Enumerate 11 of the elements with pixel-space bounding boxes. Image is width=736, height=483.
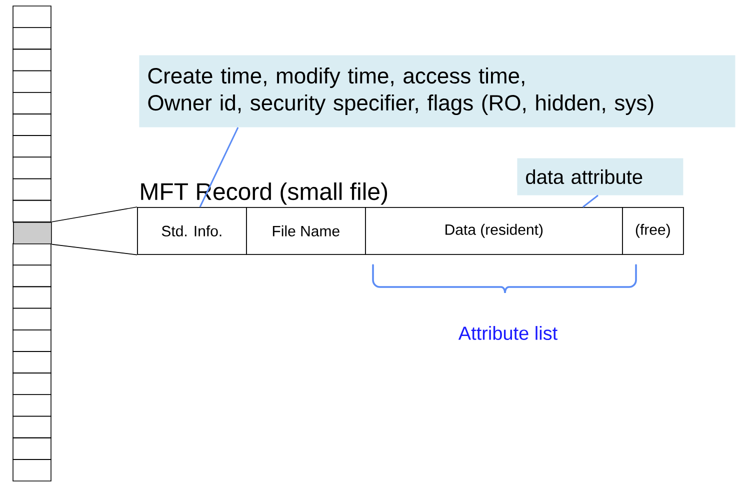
callout-box: data attribute: [517, 158, 684, 196]
field-cell: (free): [622, 207, 684, 255]
zoom-line: [51, 244, 138, 256]
field-cell: Std. Info.: [137, 207, 247, 255]
zoom-line: [51, 206, 138, 222]
brace-label: Attribute list: [458, 326, 558, 340]
field-cell: Data (resident): [365, 207, 623, 255]
leader-line: [582, 194, 598, 208]
selected-entry: [13, 222, 52, 244]
callout-box: Create time, modify time, access time, Owner id, security specifier, flags (RO, hidden, sys): [139, 55, 736, 128]
field-cell: File Name: [246, 207, 366, 255]
